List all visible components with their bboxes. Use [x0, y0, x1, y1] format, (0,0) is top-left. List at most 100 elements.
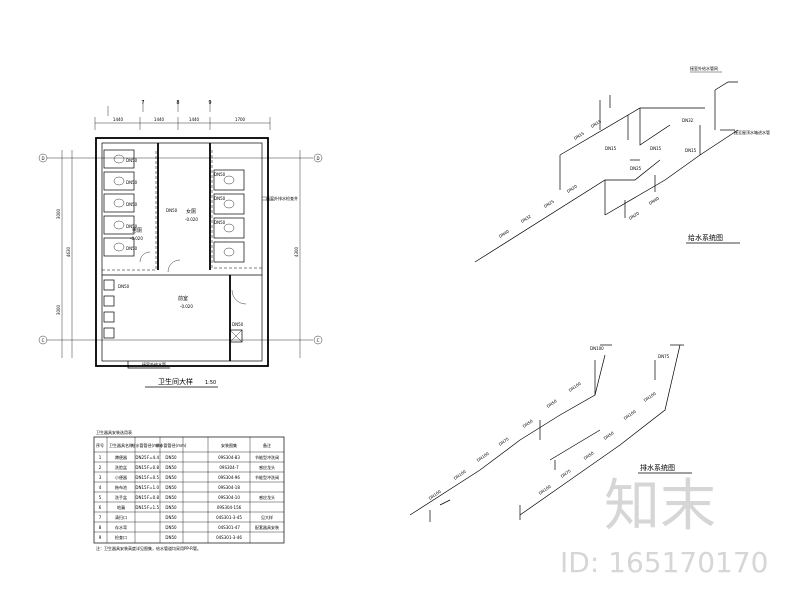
- table-cell: 09S304-18: [218, 485, 240, 490]
- fixture-table: 卫生器具安装选用表 序号 卫生器具名称 给水管管径(mm) 排水管管径(mm) …: [93, 429, 285, 551]
- th-drain: 排水管管径(mm): [156, 442, 187, 448]
- table-cell: 地漏: [117, 504, 125, 510]
- table-cell: 9: [99, 535, 102, 540]
- dim-left-lower: 3000: [56, 304, 61, 315]
- table-cell: 蹲便器: [115, 454, 127, 460]
- room-label-lobby: 前室: [178, 295, 188, 302]
- note-supply-inlet: 接室外给水管: [142, 361, 166, 367]
- table-cell: F=0.8: [147, 465, 159, 470]
- table-cell: DN50: [165, 465, 177, 470]
- table-cell: 感应龙头: [259, 494, 275, 500]
- table-cell: 7: [99, 515, 102, 520]
- table-cell: DN15: [135, 495, 147, 500]
- table-cell: 3: [99, 475, 102, 480]
- stalls-right: [213, 169, 245, 263]
- table-cell: 配套器具安装: [255, 524, 279, 530]
- axis-bubble-right-top: [313, 153, 323, 163]
- supply-label-12: DN20: [628, 210, 641, 220]
- drain-label-13: DN100: [643, 391, 657, 403]
- table-cell: DN50: [165, 535, 177, 540]
- drain-title: 排水系统图: [640, 463, 675, 472]
- table-cell: F=0.5: [147, 475, 159, 480]
- table-cell: 洗脸盆: [115, 464, 127, 470]
- callout-3: DN50: [126, 202, 138, 207]
- table-cell: F=0.8: [147, 495, 159, 500]
- drain-label-10: DN50: [583, 450, 595, 461]
- table-cell: 2: [99, 465, 102, 470]
- axis-row-c-right: C: [317, 338, 320, 343]
- table-cell: 09S304-83: [218, 455, 240, 460]
- supply-label-13: DN40: [648, 195, 661, 205]
- callout-7: DN50: [214, 172, 226, 177]
- dim-top-4: 1700: [235, 117, 246, 122]
- table-cell: 小便器: [115, 474, 127, 480]
- callout-5: DN50: [126, 246, 138, 251]
- watermark: 知末 ID: 165170170: [560, 474, 768, 579]
- drain-label-12: DN100: [623, 409, 637, 421]
- axis-col-9: 9: [208, 100, 211, 106]
- table-cell: F=4.4: [147, 455, 159, 460]
- elev-female: -0.020: [185, 217, 198, 222]
- supply-note-side: 接至屋顶水箱进水管: [734, 129, 770, 135]
- plan-scale: 1:50: [205, 380, 216, 386]
- dim-left-upper: 3000: [56, 208, 61, 219]
- table-cell: 09S304-10: [218, 495, 240, 500]
- callout-9: DN50: [214, 220, 226, 225]
- axis-bubble-right-bottom: [313, 335, 323, 345]
- drain-label-11: DN50: [603, 430, 615, 441]
- dim-top-1: 1440: [113, 117, 124, 122]
- drain-label-2: DN100: [453, 469, 467, 481]
- table-title: 卫生器具安装选用表: [96, 429, 132, 435]
- drain-label-9: DN75: [560, 468, 572, 479]
- axis-row-d-left: D: [41, 156, 44, 161]
- drain-label-7: DN100: [568, 381, 582, 393]
- room-label-female: 女厕: [186, 208, 196, 215]
- drain-label-6: DN50: [546, 398, 558, 409]
- drain-label-15: DN75: [658, 354, 670, 359]
- th-name: 卫生器具名称: [109, 442, 133, 448]
- table-cell: DN15: [135, 475, 147, 480]
- floor-plan: 1440 1440 1440 1700 7 8 9 D C D C 4630 3…: [38, 100, 323, 388]
- table-cell: 04S301-3-45: [216, 515, 242, 520]
- supply-title: 给水系统图: [688, 233, 723, 242]
- note-drain-outlet: 接室外排水检查井: [266, 195, 298, 201]
- table-cell: F=1.5: [147, 505, 159, 510]
- supply-label-10: DN15: [650, 146, 662, 151]
- table-cell: 6: [99, 505, 102, 510]
- supply-label-11: DN15: [685, 148, 697, 153]
- callout-6: DN50: [166, 208, 178, 213]
- table-cell: 检查口: [115, 534, 127, 540]
- table-cell: DN50: [165, 505, 177, 510]
- dim-top-3: 1440: [189, 117, 200, 122]
- axis-col-7: 7: [141, 100, 144, 106]
- table-cell: 8: [99, 525, 102, 530]
- table-cell: 09S304-7: [219, 465, 239, 470]
- table-cell: 04S301-3-46: [216, 535, 242, 540]
- callout-4: DN50: [126, 224, 138, 229]
- room-label-male: 男厕: [132, 228, 142, 234]
- table-cell: DN15: [135, 505, 147, 510]
- fixtures-front: [103, 279, 243, 343]
- supply-system-diagram: DN40 DN32 DN25 DN20 DN15 DN15 DN15 DN25 …: [474, 65, 770, 263]
- plan-title: 卫生间大样: [158, 377, 193, 386]
- supply-label-2: DN32: [520, 213, 533, 223]
- supply-label-1: DN40: [498, 228, 511, 238]
- callout-11: DN50: [232, 322, 244, 327]
- elev-lobby: -0.020: [180, 304, 193, 309]
- table-cell: F=1.0: [147, 485, 159, 490]
- callout-1: DN50: [126, 158, 138, 163]
- table-cell: 清扫口: [115, 514, 127, 520]
- table-cell: DN50: [165, 475, 177, 480]
- table-cell: DN15: [135, 485, 147, 490]
- table-cell: 09S304-96: [218, 475, 240, 480]
- supply-note-top: 接室外给水管网: [690, 65, 718, 71]
- drain-label-3: DN100: [476, 451, 490, 463]
- watermark-id: ID: 165170170: [560, 546, 768, 579]
